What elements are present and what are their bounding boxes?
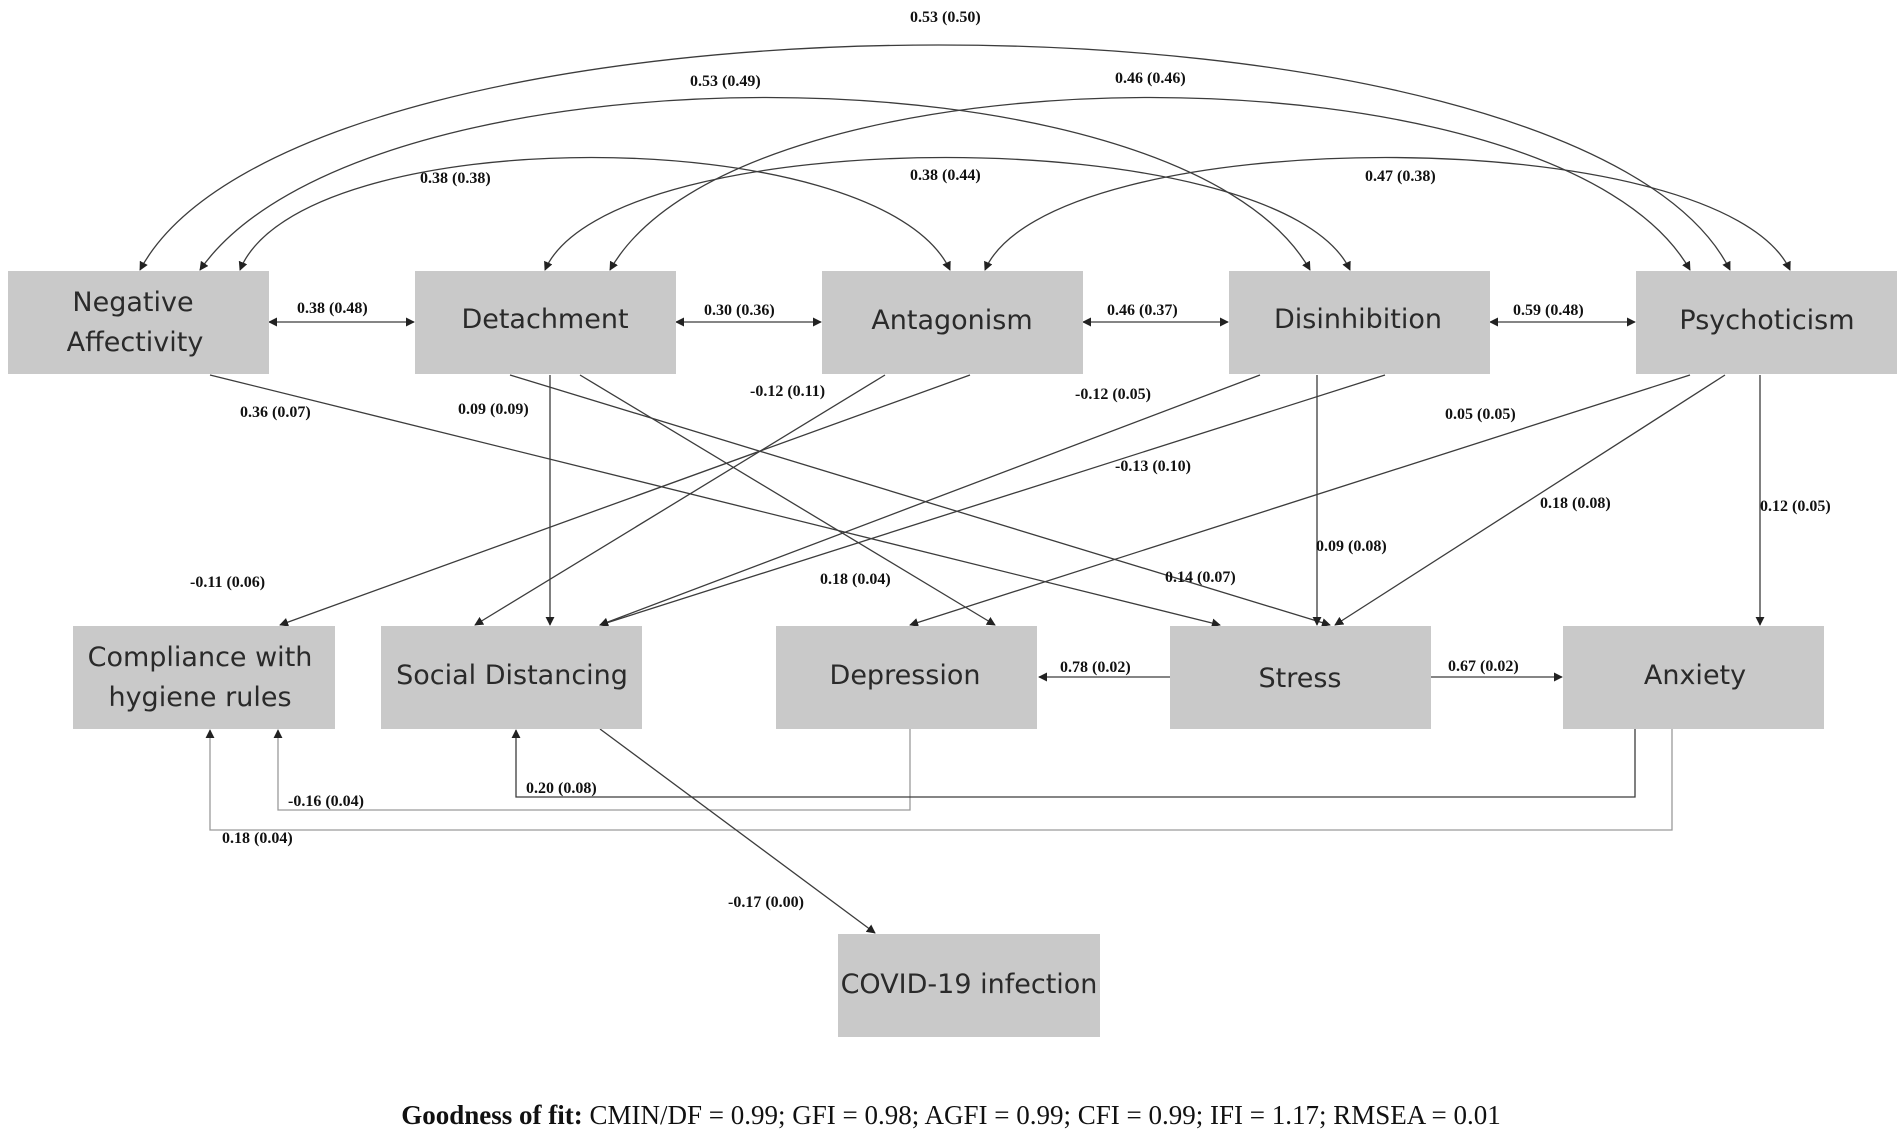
label-na-psy: 0.53 (0.50) xyxy=(910,9,981,26)
node-antagonism: Antagonism xyxy=(822,271,1083,374)
node-social-distancing: Social Distancing xyxy=(381,626,642,729)
goodness-of-fit: Goodness of fit: CMIN/DF = 0.99; GFI = 0… xyxy=(0,1100,1902,1131)
label-det-sd: 0.09 (0.09) xyxy=(458,401,529,418)
label-psy-anx: 0.12 (0.05) xyxy=(1760,498,1831,515)
edge-psy-dep xyxy=(909,374,1691,627)
label-psy-dep: 0.05 (0.05) xyxy=(1445,406,1516,423)
node-depression: Depression xyxy=(776,626,1037,729)
goodness-of-fit-stats: CMIN/DF = 0.99; GFI = 0.98; AGFI = 0.99;… xyxy=(589,1100,1501,1130)
node-covid-infection: COVID-19 infection xyxy=(838,934,1100,1037)
label-na-dis: 0.53 (0.49) xyxy=(690,73,761,90)
node-disinhibition: Disinhibition xyxy=(1229,271,1490,374)
edge-anx-sd xyxy=(511,729,1636,798)
edge-na-stress xyxy=(209,374,1221,628)
label-anx-sd: 0.20 (0.08) xyxy=(526,780,597,797)
edge-det-stress xyxy=(509,374,1331,627)
node-anxiety-label: Anxiety xyxy=(1644,660,1746,691)
label-ant-psy: 0.47 (0.38) xyxy=(1365,168,1436,185)
edge-psy-stress xyxy=(1334,374,1726,626)
label-stress-dep: 0.78 (0.02) xyxy=(1060,659,1131,676)
node-detachment: Detachment xyxy=(415,271,676,374)
label-ant-comp: -0.12 (0.05) xyxy=(1075,386,1151,403)
label-det-dis: 0.38 (0.44) xyxy=(910,167,981,184)
node-compliance-hygiene: Compliance with hygiene rules xyxy=(73,626,335,729)
edge-dis-sd xyxy=(599,374,1386,627)
edge-na-dis xyxy=(199,96,1311,271)
node-compliance-line1: Compliance with xyxy=(88,642,313,673)
edge-sd-covid xyxy=(599,728,876,934)
node-anxiety: Anxiety xyxy=(1563,626,1824,729)
edge-ant-psy xyxy=(984,156,1791,271)
node-covid-label: COVID-19 infection xyxy=(841,969,1098,1000)
edge-na-psy xyxy=(139,44,1731,271)
node-social-distancing-label: Social Distancing xyxy=(396,660,628,691)
label-dis-comp: -0.11 (0.06) xyxy=(190,574,265,591)
node-psychoticism: Psychoticism xyxy=(1636,271,1897,374)
label-det-dep: 0.18 (0.04) xyxy=(820,571,891,588)
edge-ant-comp xyxy=(279,374,971,627)
node-negative-affectivity: Negative Affectivity xyxy=(8,271,269,374)
node-detachment-label: Detachment xyxy=(461,304,628,335)
node-stress-label: Stress xyxy=(1259,663,1342,694)
edge-det-dep xyxy=(579,374,996,626)
label-ant-dis: 0.46 (0.37) xyxy=(1107,302,1178,319)
edge-anx-comp xyxy=(205,729,1673,831)
edge-det-dis xyxy=(544,156,1351,271)
node-antagonism-label: Antagonism xyxy=(871,305,1032,336)
label-dis-sd: -0.13 (0.10) xyxy=(1115,458,1191,475)
edge-dis-comp xyxy=(599,374,1261,627)
edge-det-psy xyxy=(609,96,1691,271)
label-stress-anx: 0.67 (0.02) xyxy=(1448,658,1519,675)
label-anx-comp: 0.18 (0.04) xyxy=(222,830,293,847)
label-ant-sd: -0.12 (0.11) xyxy=(750,383,825,400)
node-compliance-line2: hygiene rules xyxy=(108,682,291,713)
edge-ant-sd xyxy=(474,374,886,626)
node-disinhibition-label: Disinhibition xyxy=(1274,304,1442,335)
goodness-of-fit-label: Goodness of fit: xyxy=(401,1100,583,1130)
label-na-stress: 0.36 (0.07) xyxy=(240,404,311,421)
edge-na-ant xyxy=(238,156,951,271)
label-dep-comp: -0.16 (0.04) xyxy=(288,793,364,810)
node-negative-affectivity-line2: Affectivity xyxy=(67,327,204,358)
node-stress: Stress xyxy=(1170,626,1431,729)
label-dis-stress: 0.09 (0.08) xyxy=(1316,538,1387,555)
node-psychoticism-label: Psychoticism xyxy=(1679,305,1854,336)
nodes: Negative Affectivity Detachment Antagoni… xyxy=(8,271,1897,1037)
label-det-ant: 0.30 (0.36) xyxy=(704,302,775,319)
edge-labels: 0.53 (0.50) 0.53 (0.49) 0.46 (0.46) 0.38… xyxy=(190,9,1831,911)
label-det-stress: 0.14 (0.07) xyxy=(1165,569,1236,586)
node-depression-label: Depression xyxy=(830,660,981,691)
label-det-psy: 0.46 (0.46) xyxy=(1115,70,1186,87)
edges xyxy=(139,44,1791,934)
edge-dep-comp xyxy=(273,729,911,811)
label-na-det: 0.38 (0.48) xyxy=(297,300,368,317)
label-sd-covid: -0.17 (0.00) xyxy=(728,894,804,911)
label-psy-stress: 0.18 (0.08) xyxy=(1540,495,1611,512)
node-negative-affectivity-line1: Negative xyxy=(72,287,193,318)
label-na-ant: 0.38 (0.38) xyxy=(420,170,491,187)
label-dis-psy: 0.59 (0.48) xyxy=(1513,302,1584,319)
